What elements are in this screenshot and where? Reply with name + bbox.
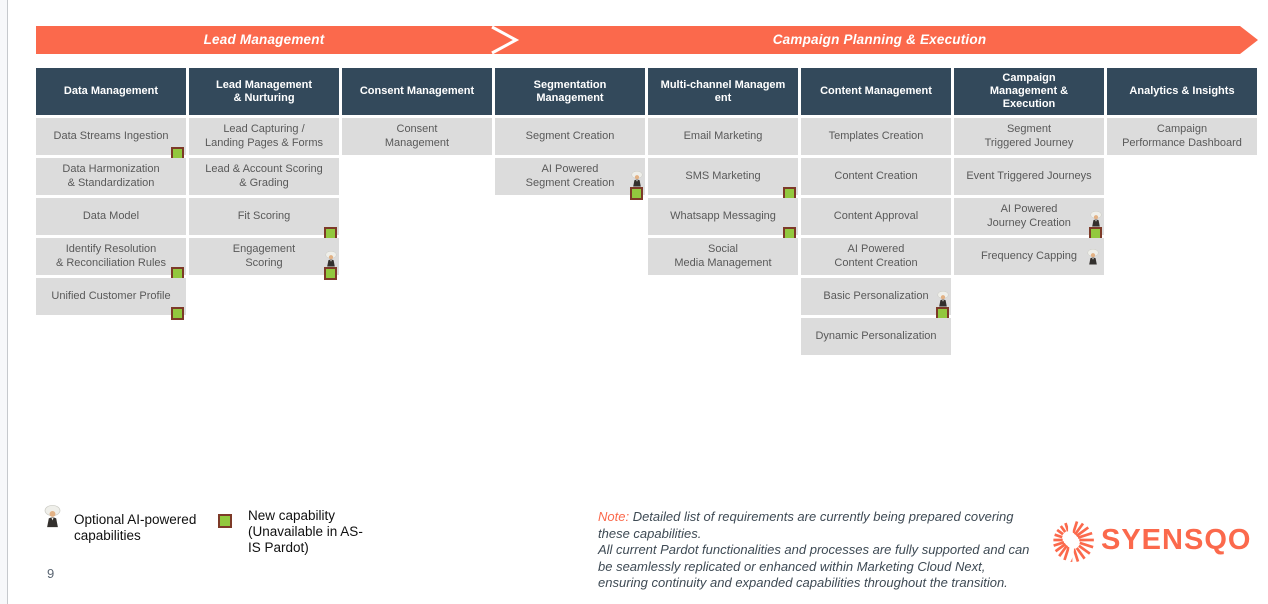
capability-cell-ai-powered-journey-creation: AI Powered Journey Creation — [954, 198, 1104, 240]
capability-cell-segment-triggered-journey: Segment Triggered Journey — [954, 118, 1104, 155]
syensqo-starburst-icon — [1053, 513, 1094, 567]
capability-label: Lead Capturing / Landing Pages & Forms — [204, 123, 323, 149]
capability-cell-fit-scoring: Fit Scoring — [189, 198, 339, 240]
slide-edge-strip — [0, 0, 8, 604]
capability-label: AI Powered Content Creation — [834, 243, 918, 269]
capability-label: Email Marketing — [683, 129, 763, 142]
capability-label: Frequency Capping — [980, 249, 1077, 262]
capability-cell-dynamic-personalization: Dynamic Personalization — [801, 318, 951, 355]
einstein-ai-icon — [936, 291, 949, 307]
capability-cell-consent-management: Consent Management — [342, 118, 492, 155]
capability-label: SMS Marketing — [685, 169, 761, 182]
capability-label: Engagement Scoring — [232, 243, 296, 269]
capability-label: AI Powered Segment Creation — [525, 163, 615, 189]
footnote: Note: Detailed list of requirements are … — [598, 509, 1032, 592]
einstein-ai-icon — [44, 505, 61, 528]
column-header-data-management: Data Management — [36, 68, 186, 115]
capability-cell-event-triggered-journeys: Event Triggered Journeys — [954, 158, 1104, 195]
capability-cell-lead-capturing-landing-pages-forms: Lead Capturing / Landing Pages & Forms — [189, 118, 339, 155]
capability-label: Whatsapp Messaging — [670, 209, 776, 222]
column-header-content-management: Content Management — [801, 68, 951, 115]
new-capability-square-icon — [630, 187, 643, 200]
capability-label: Segment Triggered Journey — [984, 123, 1074, 149]
column-header-lead-management-nurturing: Lead Management & Nurturing — [189, 68, 339, 115]
column-header-analytics-insights: Analytics & Insights — [1107, 68, 1257, 115]
capability-label: Lead & Account Scoring & Grading — [205, 163, 323, 189]
einstein-ai-icon — [630, 171, 643, 187]
capability-label: Event Triggered Journeys — [966, 169, 1092, 182]
capability-cell-social-media-management: Social Media Management — [648, 238, 798, 275]
capability-label: Basic Personalization — [823, 289, 929, 302]
capability-cell-frequency-capping: Frequency Capping — [954, 238, 1104, 275]
capability-cell-data-model: Data Model — [36, 198, 186, 235]
capability-markers — [1089, 211, 1102, 240]
capability-label: Data Harmonization & Standardization — [62, 163, 160, 189]
capability-label: Templates Creation — [828, 129, 924, 142]
capability-markers — [171, 307, 184, 320]
capability-cell-data-streams-ingestion: Data Streams Ingestion — [36, 118, 186, 160]
capability-cell-engagement-scoring: Engagement Scoring — [189, 238, 339, 280]
legend-ai-label: Optional AI-powered capabilities — [74, 512, 197, 543]
banner-segment-lead-management: Lead Management — [203, 32, 325, 47]
capability-markers — [936, 291, 949, 320]
capability-cell-lead-account-scoring-grading: Lead & Account Scoring & Grading — [189, 158, 339, 195]
capability-label: Content Approval — [833, 209, 919, 222]
capability-label: Data Model — [82, 209, 140, 222]
capability-cell-templates-creation: Templates Creation — [801, 118, 951, 155]
capability-label: Unified Customer Profile — [51, 289, 171, 302]
capability-cell-content-approval: Content Approval — [801, 198, 951, 235]
note-prefix: Note: — [598, 509, 630, 524]
capability-markers — [324, 251, 337, 280]
capability-cell-basic-personalization: Basic Personalization — [801, 278, 951, 320]
einstein-ai-icon — [1089, 211, 1102, 227]
banner-segment-campaign-planning: Campaign Planning & Execution — [772, 32, 987, 47]
capability-cell-ai-powered-content-creation: AI Powered Content Creation — [801, 238, 951, 275]
capability-label: Content Creation — [834, 169, 918, 182]
column-header-campaign-management-execution: Campaign Management & Execution — [954, 68, 1104, 115]
einstein-ai-icon — [324, 251, 337, 267]
new-capability-square-icon — [324, 267, 337, 280]
capability-label: AI Powered Journey Creation — [987, 203, 1071, 229]
capability-label: Data Streams Ingestion — [53, 129, 169, 142]
capability-cell-segment-creation: Segment Creation — [495, 118, 645, 155]
capability-markers — [1087, 248, 1099, 265]
capability-label: Fit Scoring — [237, 209, 291, 222]
company-logo: SYENSQO — [1046, 512, 1251, 568]
new-capability-square-icon — [171, 307, 184, 320]
capability-label: Identify Resolution & Reconciliation Rul… — [55, 243, 167, 269]
capability-cell-campaign-performance-dashboard: Campaign Performance Dashboard — [1107, 118, 1257, 155]
note-body: Detailed list of requirements are curren… — [598, 509, 1030, 590]
page-number: 9 — [47, 566, 55, 581]
capability-markers — [630, 171, 643, 200]
column-header-segmentation-management: Segmentation Management — [495, 68, 645, 115]
capability-label: Segment Creation — [525, 129, 615, 142]
capability-cell-data-harmonization-standardization: Data Harmonization & Standardization — [36, 158, 186, 195]
banner-chevron-divider-icon — [491, 25, 520, 55]
company-logo-text: SYENSQO — [1101, 523, 1252, 556]
legend-new-capability-label: New capability (Unavailable in AS-IS Par… — [248, 508, 363, 555]
capability-cell-ai-powered-segment-creation: AI Powered Segment Creation — [495, 158, 645, 200]
arrow-banner-shape — [36, 26, 1258, 54]
capability-cell-content-creation: Content Creation — [801, 158, 951, 195]
capability-cell-sms-marketing: SMS Marketing — [648, 158, 798, 200]
process-arrow-banner — [36, 25, 1258, 55]
column-header-multi-channel-managem-ent: Multi-channel Managem ent — [648, 68, 798, 115]
capability-cell-unified-customer-profile: Unified Customer Profile — [36, 278, 186, 320]
capability-label: Campaign Performance Dashboard — [1122, 123, 1242, 149]
capability-label: Dynamic Personalization — [815, 329, 937, 342]
column-header-consent-management: Consent Management — [342, 68, 492, 115]
capability-cell-identify-resolution-reconciliation-rules: Identify Resolution & Reconciliation Rul… — [36, 238, 186, 280]
capability-cell-email-marketing: Email Marketing — [648, 118, 798, 155]
capability-label: Consent Management — [384, 123, 450, 149]
capability-label: Social Media Management — [674, 243, 772, 269]
capability-cell-whatsapp-messaging: Whatsapp Messaging — [648, 198, 798, 240]
einstein-ai-icon — [1087, 248, 1099, 264]
new-capability-square-icon — [218, 514, 232, 528]
